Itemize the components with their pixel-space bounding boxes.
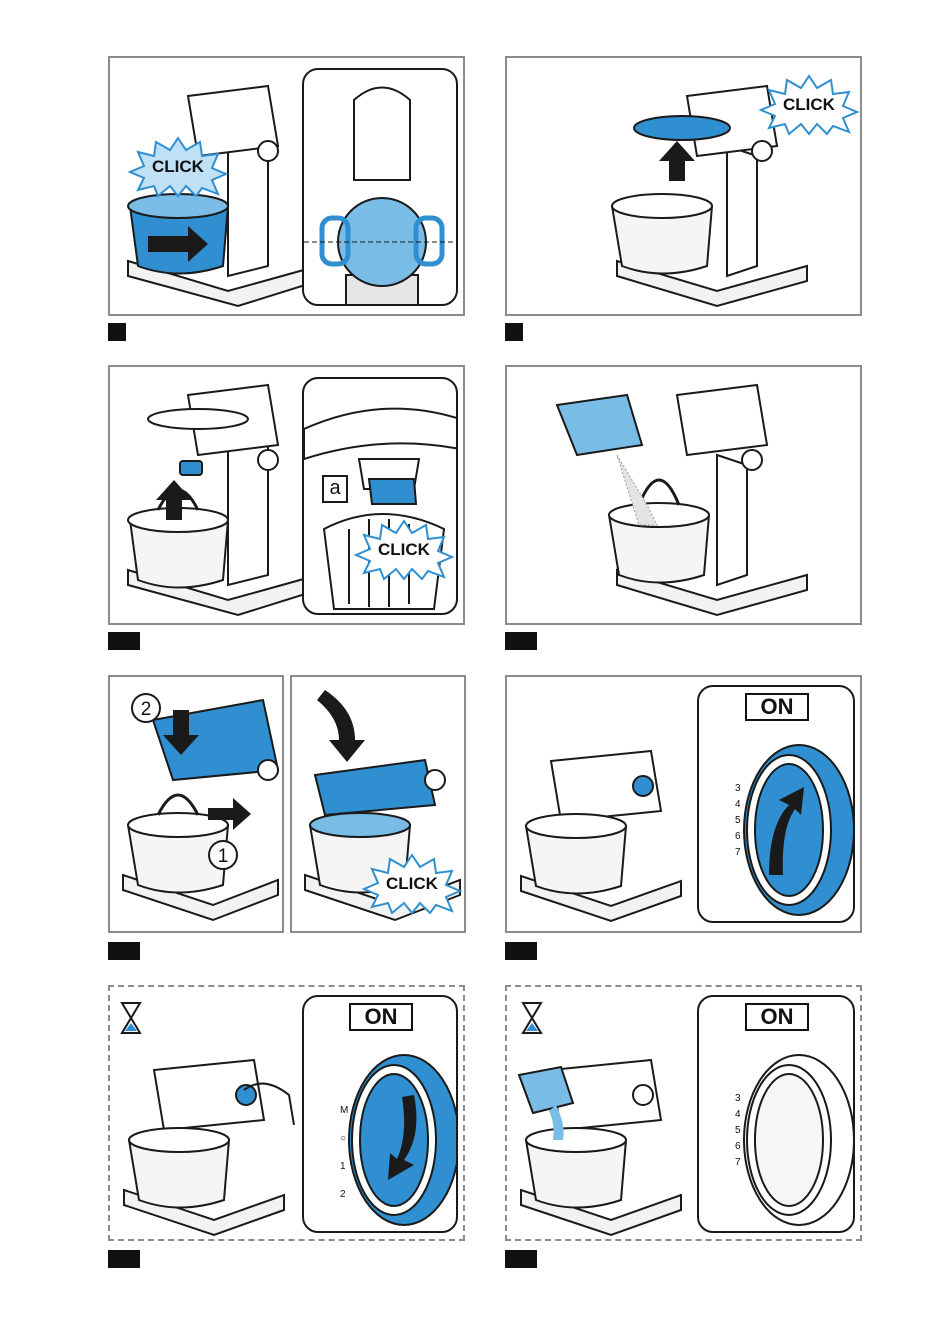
step-tag bbox=[108, 942, 140, 960]
step-tag bbox=[108, 323, 126, 341]
step-tag bbox=[505, 942, 537, 960]
speed-dial-icon bbox=[699, 725, 855, 923]
step-tag bbox=[108, 1250, 140, 1268]
dial-marks: 3 4 5 6 7 bbox=[735, 781, 751, 861]
mixer-add-liquid-illustration bbox=[511, 1015, 701, 1235]
mixer-whisk-attach-illustration bbox=[118, 375, 318, 625]
on-label: ON bbox=[349, 1003, 413, 1031]
panel-step-3: a CLICK bbox=[108, 365, 465, 625]
on-label: ON bbox=[745, 693, 809, 721]
click-label: CLICK bbox=[783, 95, 836, 114]
dial-inset: ON 3 4 5 6 7 bbox=[697, 995, 855, 1233]
dial-marks: 3 4 5 6 7 bbox=[735, 1091, 751, 1171]
panel-step-8: ON 3 4 5 6 7 bbox=[505, 985, 862, 1241]
starburst-icon: CLICK bbox=[759, 74, 859, 134]
on-label: ON bbox=[745, 1003, 809, 1031]
callout-a: a bbox=[322, 475, 348, 503]
panel-step-5-press: CLICK bbox=[290, 675, 466, 933]
starburst-icon: CLICK bbox=[354, 519, 454, 579]
dial-inset: ON M ○ 1 2 bbox=[302, 995, 458, 1233]
callout-step-2: 2 bbox=[141, 699, 152, 720]
dial-inset: ON 3 4 5 6 7 bbox=[697, 685, 855, 923]
click-label: CLICK bbox=[378, 540, 431, 559]
click-label: CLICK bbox=[152, 157, 205, 176]
speed-dial-icon bbox=[304, 1035, 458, 1233]
click-label: CLICK bbox=[386, 874, 439, 893]
panel-step-4 bbox=[505, 365, 862, 625]
dial-marks: M ○ 1 2 bbox=[340, 1097, 356, 1209]
step-tag bbox=[505, 323, 523, 341]
step-tag bbox=[505, 632, 537, 650]
starburst-icon: CLICK bbox=[362, 853, 462, 913]
panel-step-1: CLICK bbox=[108, 56, 465, 316]
starburst-icon: CLICK bbox=[128, 136, 228, 196]
mixer-pour-ingredients-illustration bbox=[547, 375, 847, 625]
mixer-lower-arm-illustration: 2 1 bbox=[113, 680, 283, 930]
speed-dial-icon bbox=[699, 1035, 855, 1233]
detail-inset: a CLICK bbox=[302, 377, 458, 615]
step-tag bbox=[108, 632, 140, 650]
mixer-turn-dial-illustration bbox=[114, 1015, 304, 1235]
detail-inset bbox=[302, 68, 458, 306]
panel-step-2: CLICK bbox=[505, 56, 862, 316]
panel-step-6: ON 3 4 5 6 7 bbox=[505, 675, 862, 933]
callout-step-1: 1 bbox=[218, 846, 229, 867]
arrow-icon bbox=[659, 141, 695, 181]
step-tag bbox=[505, 1250, 537, 1268]
mixer-on-illustration bbox=[511, 681, 701, 931]
panel-step-7: ON M ○ 1 2 bbox=[108, 985, 465, 1241]
panel-step-5-lower-arm: 2 1 bbox=[108, 675, 284, 933]
arrow-icon bbox=[317, 690, 365, 762]
